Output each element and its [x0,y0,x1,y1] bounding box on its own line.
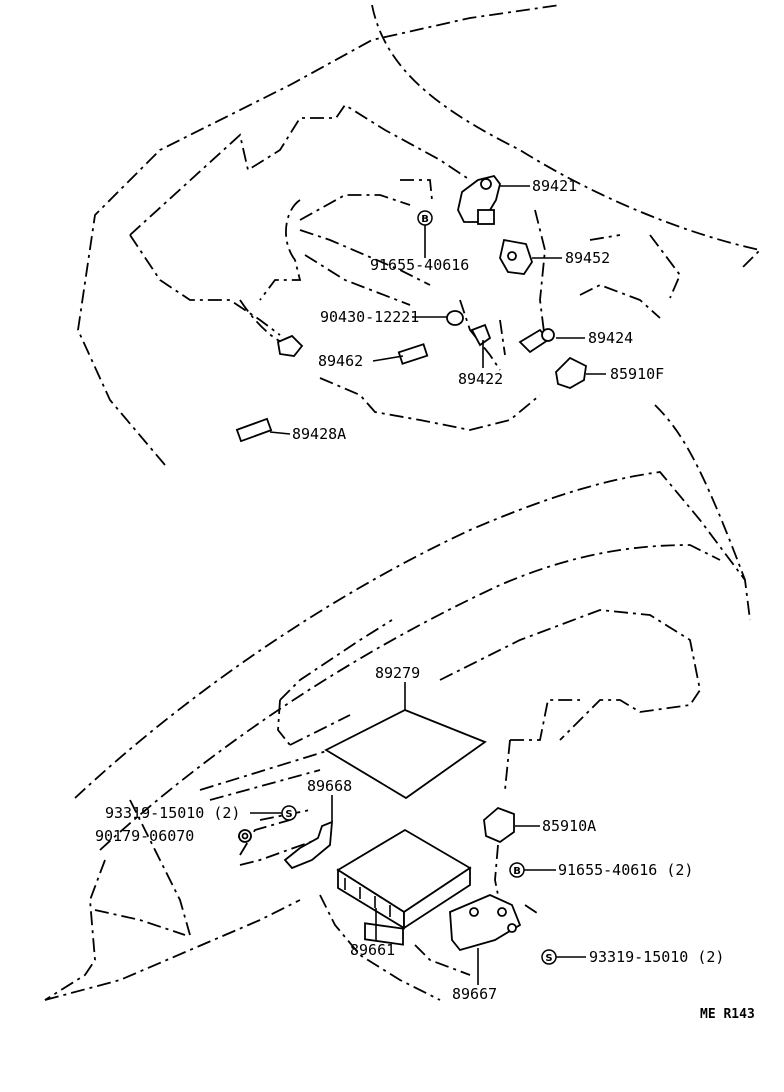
label-91655-40616: 91655-40616 [370,256,469,274]
nut-90179-icon [238,829,252,843]
relay-85910F-icon [555,356,587,389]
washer-90430-icon [446,310,464,326]
label-89452: 89452 [565,249,610,267]
label-85910F: 85910F [610,365,664,383]
sensor-89462-icon [397,343,429,365]
sensor-89424-icon [518,328,555,354]
label-89462: 89462 [318,352,363,370]
label-89661: 89661 [350,941,395,959]
svg-text:S: S [545,953,552,964]
bracket-89668-icon [283,820,334,870]
svg-text:S: S [285,809,292,820]
engine-outline [77,4,762,466]
screw-symbol-left-icon: S [281,805,297,821]
label-89667: 89667 [452,985,497,1003]
dashboard-outline [44,404,751,1001]
ecu-89661-icon [336,828,472,946]
relay-85910A-icon [483,806,515,844]
label-90430-12221: 90430-12221 [320,308,419,326]
label-91655-40616-2: 91655-40616 (2) [558,861,693,879]
bolt-symbol-lower-icon: B [509,862,525,878]
label-89279: 89279 [375,664,420,682]
reference-code: ME R143 [700,1007,755,1022]
label-89428A: 89428A [292,425,346,443]
screw-symbol-right-icon: S [541,949,557,965]
label-89422: 89422 [458,370,503,388]
bracket-89667-icon [449,894,522,952]
label-89421: 89421 [532,177,577,195]
engine-labels: 89421 91655-40616 89452 90430-12221 8942… [292,177,664,443]
label-89424: 89424 [588,329,633,347]
engine-leaders [269,185,606,435]
switch-89422-icon [470,323,492,347]
ecu-cover-89279-icon [324,709,487,800]
label-89668: 89668 [307,777,352,795]
sensor-89428A-icon [235,417,273,443]
svg-text:B: B [421,214,429,225]
small-part-left-icon [276,334,304,357]
dashboard-labels: 89279 93319-15010 (2) 89668 90179-06070 … [95,664,724,1003]
label-85910A: 85910A [542,817,596,835]
sensor-89452-icon [499,238,533,275]
label-93319-15010-left: 93319-15010 (2) [105,804,240,822]
sensor-89421-icon [457,174,501,225]
dashboard-leaders [238,682,586,985]
label-93319-15010-right: 93319-15010 (2) [589,948,724,966]
bolt-symbol-upper-icon: B [417,210,433,226]
svg-text:B: B [513,866,521,877]
label-90179-06070: 90179-06070 [95,827,194,845]
